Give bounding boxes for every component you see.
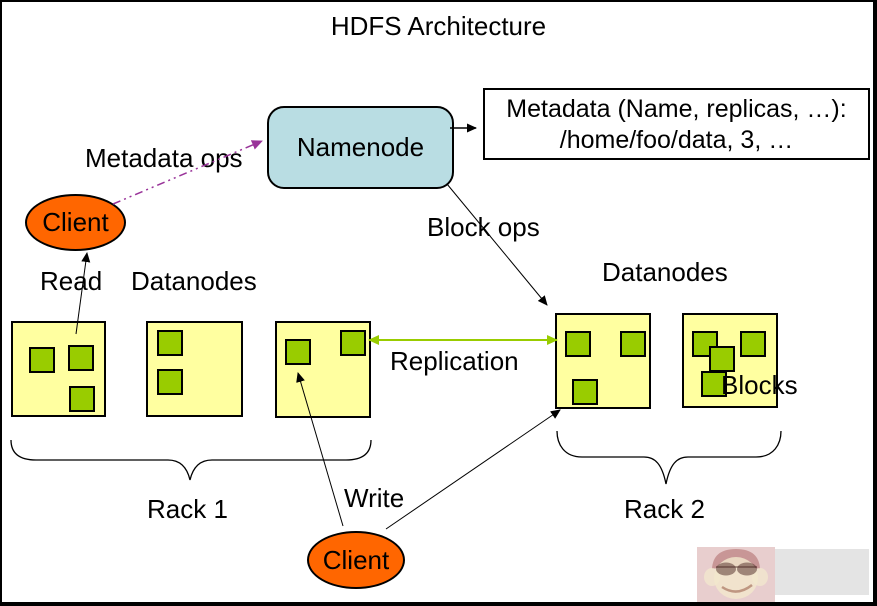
- block: [29, 347, 55, 373]
- namenode-label: Namenode: [296, 132, 425, 162]
- block: [157, 369, 183, 395]
- client-top-ellipse: Client: [25, 194, 126, 251]
- block: [709, 346, 735, 372]
- rack2-brace: [556, 430, 782, 485]
- diagram-title: HDFS Architecture: [330, 11, 547, 41]
- namenode-box: Namenode: [267, 106, 454, 189]
- metadata-note-line2: /home/foo/data, 3, …: [559, 126, 794, 154]
- write-label: Write: [344, 483, 405, 513]
- read-label: Read: [40, 266, 103, 296]
- rack1-brace: [10, 439, 372, 481]
- monkey-sunglasses-logo-watermark: [697, 547, 869, 602]
- block: [340, 330, 366, 356]
- block: [701, 371, 727, 397]
- block: [69, 386, 95, 412]
- datanodes-left-label: Datanodes: [131, 266, 257, 296]
- write-arrow-rack2: [385, 409, 561, 530]
- metadata-note-box: Metadata (Name, replicas, …): /home/foo/…: [483, 88, 870, 160]
- metadata-note-line1: Metadata (Name, replicas, …):: [506, 95, 847, 123]
- block-ops-arrow: [446, 183, 548, 306]
- block: [157, 330, 183, 356]
- replication-label: Replication: [390, 346, 519, 376]
- metadata-ops-label: Metadata ops: [85, 143, 243, 173]
- client-bottom-label: Client: [322, 544, 390, 575]
- datanode-box: [555, 313, 651, 409]
- block: [740, 331, 766, 357]
- client-top-label: Client: [42, 207, 109, 237]
- datanode-box: [146, 321, 243, 417]
- datanode-box: [11, 321, 106, 417]
- block: [565, 331, 591, 357]
- client-bottom-ellipse: Client: [307, 531, 405, 589]
- block-ops-label: Block ops: [427, 212, 540, 242]
- rack2-label: Rack 2: [624, 494, 705, 524]
- block: [68, 345, 94, 371]
- block: [285, 339, 311, 365]
- datanode-box: [682, 313, 778, 408]
- datanode-box: [275, 321, 371, 418]
- block: [620, 331, 646, 357]
- rack1-label: Rack 1: [147, 494, 228, 524]
- blocks-label: Blocks: [721, 370, 798, 400]
- block: [572, 379, 598, 405]
- datanodes-right-label: Datanodes: [602, 257, 728, 287]
